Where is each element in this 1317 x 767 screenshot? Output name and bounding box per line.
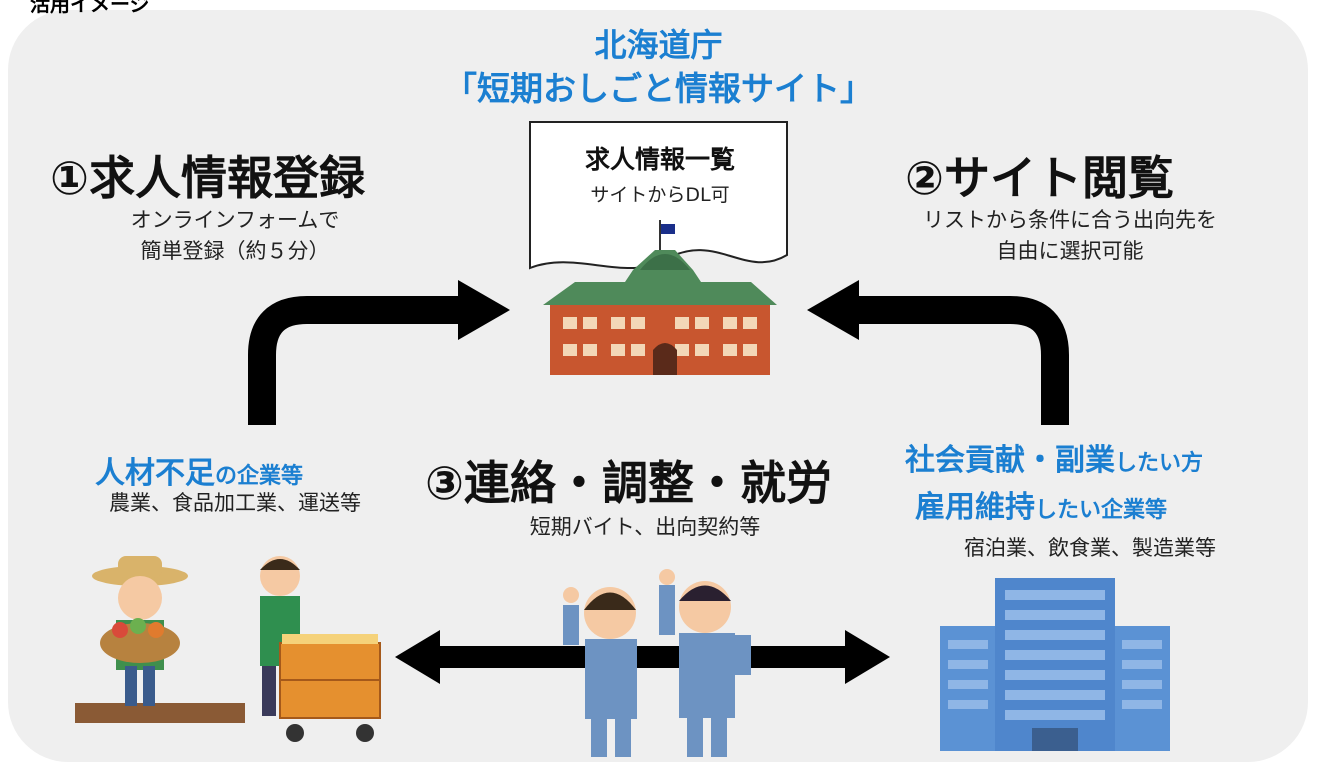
right-party-industries: 宿泊業、飲食業、製造業等 bbox=[964, 536, 1216, 560]
step3-heading: ③連絡・調整・就労 bbox=[425, 456, 832, 510]
right-party-row1-small: したい方 bbox=[1115, 451, 1204, 476]
right-party-row2: 雇用維持したい企業等 bbox=[915, 482, 1167, 526]
step2-line2: 自由に選択可能 bbox=[996, 239, 1144, 263]
right-party-row2-small: したい企業等 bbox=[1035, 498, 1168, 523]
document-title: 求人情報一覧 bbox=[584, 145, 735, 174]
male-worker-icon bbox=[659, 569, 751, 757]
farmer-and-worker-illustration bbox=[75, 556, 381, 742]
farmer-icon bbox=[92, 556, 188, 706]
step1-description: オンラインフォームで 簡単登録（約５分） bbox=[60, 205, 410, 267]
hokkaido-flag-icon bbox=[661, 224, 675, 234]
office-tower bbox=[995, 578, 1115, 751]
left-party-label: 人材不足の企業等 bbox=[95, 448, 303, 492]
left-party-strong: 人材不足 bbox=[95, 456, 215, 491]
arrow-browse-to-site bbox=[855, 296, 1069, 425]
office-building-illustration bbox=[940, 578, 1170, 751]
office-entrance bbox=[1032, 728, 1078, 751]
step2-description: リストから条件に合う出向先を 自由に選択可能 bbox=[880, 205, 1260, 267]
step1-heading: ①求人情報登録 bbox=[50, 151, 365, 205]
arrow-register-head bbox=[458, 280, 510, 340]
right-party-row1-strong: 社会貢献・副業 bbox=[905, 443, 1115, 478]
step1-line1: オンラインフォームで bbox=[130, 208, 340, 232]
step2-heading: ②サイト閲覧 bbox=[905, 151, 1174, 205]
site-title-line2: 「短期おしごと情報サイト」 bbox=[444, 69, 873, 108]
site-document-and-office-illustration bbox=[529, 121, 788, 375]
right-party-row2-strong: 雇用維持 bbox=[915, 490, 1035, 525]
warehouse-worker-icon bbox=[260, 556, 381, 742]
two-workers-cheering-illustration bbox=[563, 569, 751, 757]
soil-icon bbox=[75, 703, 245, 723]
left-party-small: の企業等 bbox=[215, 464, 304, 489]
left-party-industries: 農業、食品加工業、運送等 bbox=[109, 491, 361, 515]
site-title-line1: 北海道庁 bbox=[594, 26, 723, 64]
arrow-contact-right-head bbox=[845, 630, 890, 684]
arrow-register-to-site bbox=[248, 296, 462, 425]
document-subtitle: サイトからDL可 bbox=[590, 184, 730, 206]
arrow-browse-head bbox=[807, 280, 859, 340]
step3-description: 短期バイト、出向契約等 bbox=[529, 515, 761, 539]
female-worker-icon bbox=[563, 587, 637, 757]
arrow-contact-left-head bbox=[395, 630, 440, 684]
government-building-icon bbox=[543, 250, 777, 375]
step2-line1: リストから条件に合う出向先を bbox=[923, 208, 1217, 232]
top-cut-heading: 活用イメージ bbox=[30, 0, 150, 16]
step1-line2: 簡単登録（約５分） bbox=[140, 239, 330, 263]
right-party-row1: 社会貢献・副業したい方 bbox=[905, 435, 1203, 479]
